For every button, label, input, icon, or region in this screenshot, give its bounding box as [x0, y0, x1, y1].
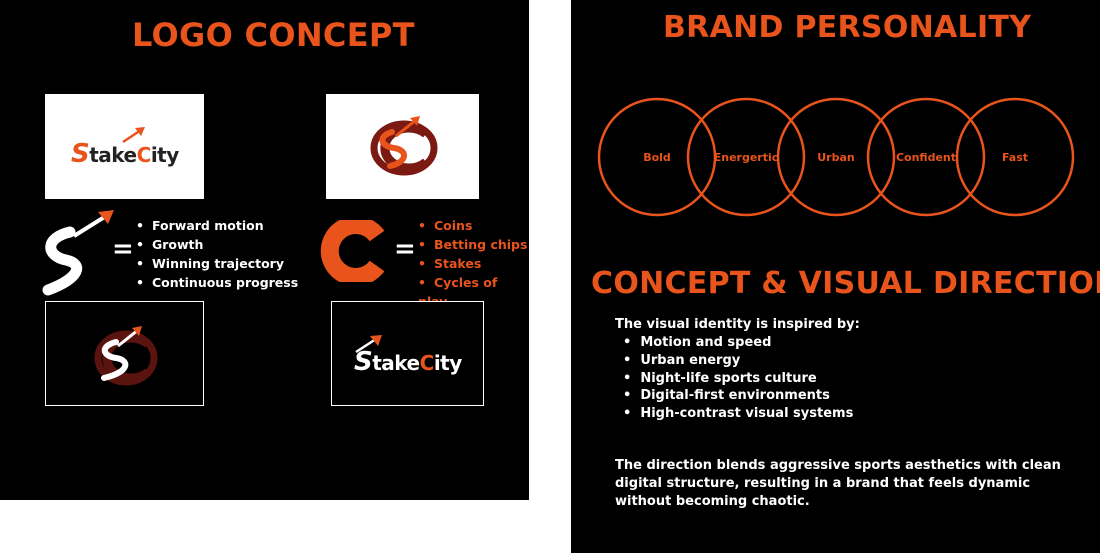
concept-bullet: High-contrast visual systems: [615, 405, 1085, 423]
wordmark-c: C: [136, 143, 152, 167]
wordmark-take: take: [372, 351, 420, 375]
brand-personality-title: BRAND PERSONALITY: [663, 10, 1032, 45]
wordmark-text: StakeCity: [71, 139, 179, 169]
wordmark-s: S: [71, 139, 90, 169]
trait-circle: [955, 97, 1075, 217]
c-meaning-item: Stakes: [418, 254, 529, 273]
s-meaning-item: Winning trajectory: [136, 254, 298, 273]
s-meaning-list: Forward motion Growth Winning trajectory…: [136, 216, 298, 292]
concept-body: The visual identity is inspired by: Moti…: [615, 316, 1085, 423]
wordmark-take: take: [89, 143, 137, 167]
s-meaning-item: Growth: [136, 235, 298, 254]
s-meaning-item: Forward motion: [136, 216, 298, 235]
equals-sign: =: [112, 234, 134, 264]
c-symbol-icon: [320, 220, 385, 282]
c-meaning-item: Coins: [418, 216, 529, 235]
s-arrow-symbol-icon: [42, 210, 114, 296]
trait-circle: [776, 97, 896, 217]
trait-label: Energertic: [714, 151, 779, 164]
c-meaning-item: Betting chips: [418, 235, 529, 254]
concept-title: CONCEPT & VISUAL DIRECTION: [591, 266, 1100, 301]
wordmark-text: StakeCity: [354, 347, 462, 377]
trait-label: Bold: [643, 151, 671, 164]
monogram-logo-dark: [45, 301, 204, 406]
concept-bullet: Urban energy: [615, 352, 1085, 370]
wordmark-c: C: [419, 351, 435, 375]
wordmark-ity: ity: [433, 351, 462, 375]
concept-intro: The visual identity is inspired by:: [615, 317, 860, 332]
monogram-logo-light: [326, 94, 479, 199]
equals-sign: =: [394, 234, 416, 264]
concept-bullet: Motion and speed: [615, 334, 1085, 352]
concept-bullet: Digital-first environments: [615, 387, 1085, 405]
s-meaning-item: Continuous progress: [136, 273, 298, 292]
personality-venn: Bold Energertic Urban Confident Fast: [597, 97, 1075, 217]
sc-monogram-icon: [370, 116, 438, 176]
brand-personality-panel: BRAND PERSONALITY Bold Energertic Urban …: [571, 0, 1100, 553]
logo-concept-panel: LOGO CONCEPT StakeCity = Forward motion …: [0, 0, 529, 500]
logo-concept-title: LOGO CONCEPT: [132, 16, 415, 54]
trait-label: Urban: [817, 151, 855, 164]
trait-circle: [597, 97, 717, 217]
c-meaning-list: Coins Betting chips Stakes Cycles of pla…: [418, 216, 529, 311]
wordmark-s: S: [354, 347, 373, 377]
concept-conclusion: The direction blends aggressive sports a…: [615, 458, 1061, 509]
sc-monogram-icon: [94, 326, 158, 386]
wordmark-logo-dark: StakeCity: [331, 301, 484, 406]
concept-bullet: Night-life sports culture: [615, 370, 1085, 388]
arrow-icon: [355, 335, 382, 354]
trait-label: Confident: [896, 151, 956, 164]
trait-label: Fast: [1002, 151, 1028, 164]
concept-bullets: Motion and speed Urban energy Night-life…: [615, 334, 1085, 423]
trait-circle: [686, 97, 806, 217]
wordmark-logo-light: StakeCity: [45, 94, 204, 199]
arrow-icon: [122, 127, 145, 144]
trait-circle: [866, 97, 986, 217]
wordmark-ity: ity: [150, 143, 179, 167]
